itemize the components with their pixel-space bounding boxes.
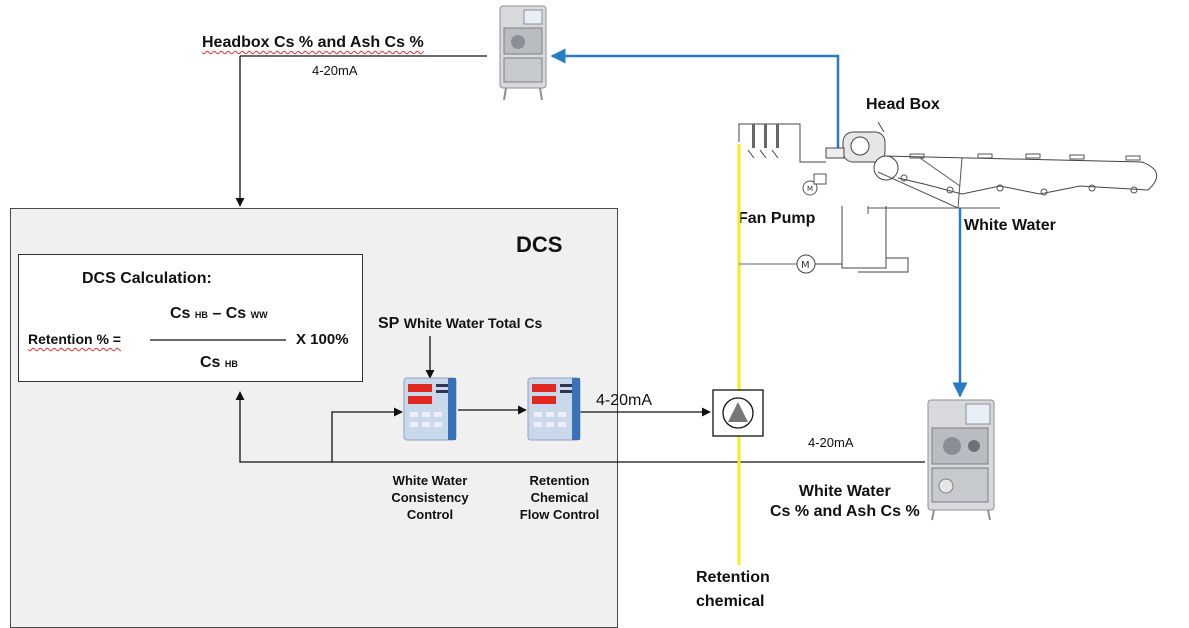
head-box-label: Head Box	[866, 96, 940, 113]
rc-line2: chemical	[696, 593, 765, 610]
formula-numerator: Cs HB – Cs WW	[170, 305, 268, 323]
rfc-line2: Chemical	[530, 490, 589, 505]
rfc-line1: Retention	[529, 473, 590, 488]
setpoint-text: White Water Total Cs	[403, 315, 543, 331]
pump-triangle-icon[interactable]	[712, 389, 764, 437]
fan-pump-label: Fan Pump	[738, 210, 816, 227]
formula-multiplier: X 100%	[296, 331, 349, 348]
setpoint-label: SP White Water Total Cs	[378, 315, 542, 333]
rc-line1: Retention	[696, 569, 770, 586]
dcs-calculation-box	[18, 254, 363, 382]
rfc-line3: Flow Control	[519, 507, 600, 522]
motor-m-icon: M	[796, 254, 842, 274]
formula-cs-ww: Cs	[225, 305, 247, 322]
svg-text:M: M	[807, 185, 813, 193]
ww-cs-line1: White Water	[798, 483, 891, 500]
ww-consistency-control-label: White Water Consistency Control	[380, 472, 480, 523]
headbox-sample-line	[550, 48, 840, 148]
formula-cs-hb-denom: Cs	[200, 354, 221, 371]
retention-chemical-label: Retention chemical	[696, 566, 770, 614]
formula-cs-hb: Cs	[170, 305, 191, 322]
retention-label: Retention % =	[28, 331, 121, 347]
setpoint-prefix: SP	[378, 315, 400, 332]
analyzer-cabinet-icon[interactable]	[499, 5, 547, 101]
panel-controller-icon[interactable]	[403, 377, 457, 441]
white-water-feedback-line	[235, 391, 925, 463]
ww-cs-line2: Cs % and Ash Cs %	[770, 503, 920, 520]
dcs-title: DCS	[516, 232, 563, 257]
headbox-cs-label: Headbox Cs % and Ash Cs %	[202, 34, 424, 51]
formula-denominator: Cs HB	[200, 354, 238, 372]
retention-flow-control-label: Retention Chemical Flow Control	[502, 472, 617, 523]
formula-minus: –	[212, 305, 222, 322]
white-water-4-20ma: 4-20mA	[808, 435, 854, 450]
panel-controller-icon[interactable]	[527, 377, 581, 441]
ww-cc-line2: Consistency	[391, 490, 469, 505]
analyzer-cabinet-icon[interactable]	[927, 399, 995, 521]
formula-hb-sub: HB	[194, 310, 208, 320]
feedback-to-controller-line	[331, 407, 403, 462]
svg-text:M: M	[801, 260, 810, 271]
formula-hb-sub-denom: HB	[224, 359, 238, 369]
formula-ww-sub: WW	[250, 310, 268, 320]
white-water-label: White Water	[964, 217, 1056, 234]
headbox-4-20ma: 4-20mA	[312, 63, 358, 78]
dcs-calculation-title: DCS Calculation:	[82, 270, 212, 287]
ww-cc-line1: White Water	[392, 473, 468, 488]
pump-4-20ma: 4-20mA	[596, 392, 653, 409]
fourdrinier-headbox-icon: M	[738, 121, 1158, 273]
ww-cc-line3: Control	[406, 507, 454, 522]
white-water-cs-label: White Water Cs % and Ash Cs %	[770, 482, 920, 522]
